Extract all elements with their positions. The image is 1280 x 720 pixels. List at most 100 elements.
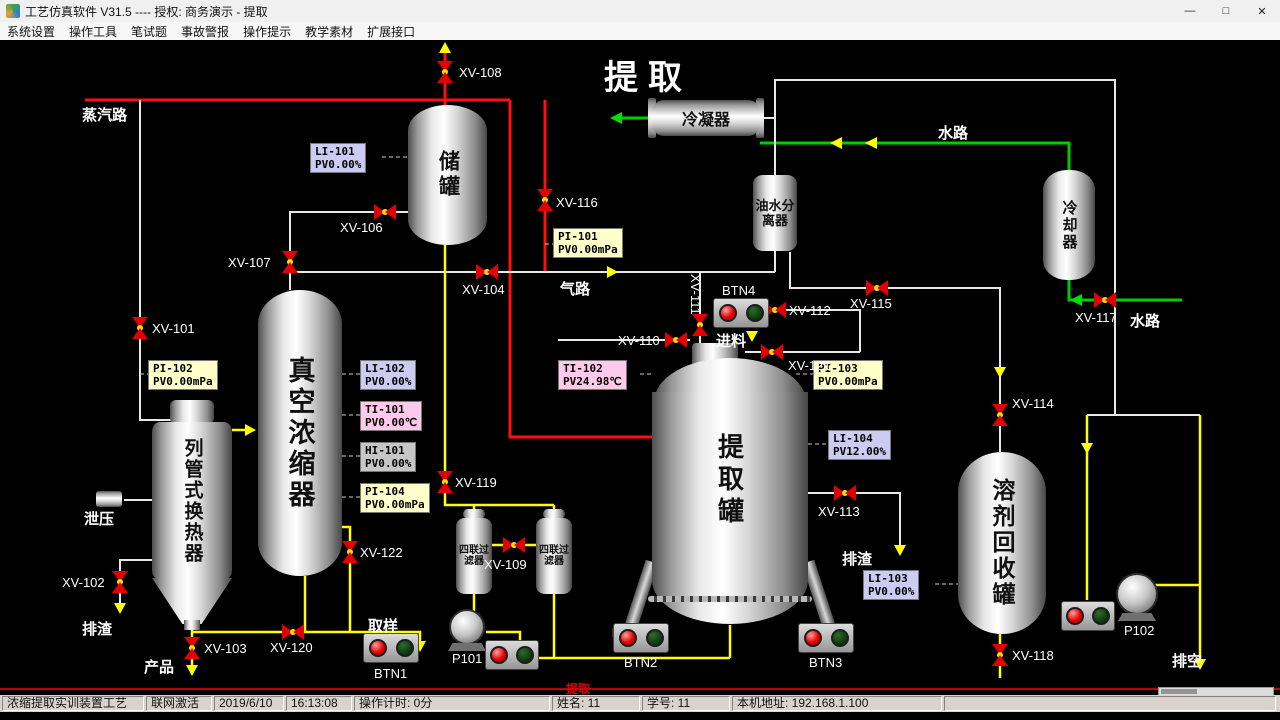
valve-label-XV-116: XV-116 <box>556 195 598 210</box>
menu-system-settings[interactable]: 系统设置 <box>7 24 56 39</box>
green-lamp[interactable] <box>830 629 849 647</box>
button-BTN3-label: BTN3 <box>809 655 843 670</box>
red-lamp[interactable] <box>718 304 737 322</box>
valve-label-XV-115: XV-115 <box>850 296 892 311</box>
red-lamp[interactable] <box>1066 607 1084 625</box>
valve-label-XV-104: XV-104 <box>462 282 505 297</box>
menu-operation-tools[interactable]: 操作工具 <box>69 24 118 39</box>
status-device: 浓缩提取实训装置工艺 <box>2 696 144 711</box>
valve-label-XV-118: XV-118 <box>1012 648 1054 663</box>
filter2-label: 四联过滤器 <box>539 545 569 567</box>
tab-extraction[interactable]: 提取 <box>566 682 591 696</box>
valve-XV-106[interactable] <box>374 201 396 223</box>
valve-label-XV-110: XV-110 <box>618 333 660 348</box>
button-BTN1-label: BTN1 <box>374 666 408 681</box>
status-time: 16:13:08 <box>286 696 352 711</box>
green-lamp[interactable] <box>516 646 534 664</box>
button-P101-lamps[interactable] <box>485 640 539 670</box>
valve-XV-119[interactable] <box>434 471 456 493</box>
green-lamp[interactable] <box>395 639 414 657</box>
status-name: 姓名: 11 <box>552 696 640 711</box>
valve-label-XV-117: XV-117 <box>1075 310 1117 325</box>
red-lamp[interactable] <box>618 629 637 647</box>
menu-operation-hint[interactable]: 操作提示 <box>243 24 292 39</box>
filter1: 四联过滤器 <box>456 518 492 594</box>
menu-bar: 系统设置 操作工具 笔试题 事故警报 操作提示 教学素材 扩展接口 <box>0 22 1280 41</box>
valve-XV-111[interactable] <box>689 314 711 336</box>
valve-XV-101[interactable] <box>129 317 151 339</box>
label-product: 产品 <box>144 659 175 676</box>
label-slag-left: 排渣 <box>82 621 113 638</box>
menu-teaching-material[interactable]: 教学素材 <box>305 24 354 39</box>
menu-extension-api[interactable]: 扩展接口 <box>367 24 416 39</box>
label-pressure-relief: 泄压 <box>84 511 115 528</box>
minimize-button[interactable]: — <box>1184 5 1196 17</box>
valve-XV-109[interactable] <box>503 534 525 556</box>
oil-water-separator-label: 油水分离器 <box>755 198 795 228</box>
pump-P102-label: P102 <box>1124 623 1155 638</box>
red-lamp[interactable] <box>490 646 508 664</box>
close-button[interactable]: ✕ <box>1257 5 1267 18</box>
red-lamp[interactable] <box>368 639 387 657</box>
label-steam-line: 蒸汽路 <box>82 107 128 124</box>
cooler-label: 冷却器 <box>1060 199 1078 251</box>
menu-written-test[interactable]: 笔试题 <box>131 24 168 39</box>
solvent-recovery-tank-label: 溶剂回收罐 <box>989 478 1015 608</box>
filter1-label: 四联过滤器 <box>459 545 489 567</box>
menu-accident-alarm[interactable]: 事故警报 <box>181 24 230 39</box>
maximize-button[interactable]: □ <box>1222 5 1230 17</box>
tube-heat-exchanger: 列管式换热器 <box>152 422 232 580</box>
green-lamp[interactable] <box>645 629 664 647</box>
valve-XV-110[interactable] <box>665 329 687 351</box>
green-lamp[interactable] <box>1092 607 1110 625</box>
storage-tank: 储罐 <box>408 105 487 245</box>
valve-XV-117[interactable] <box>1094 289 1116 311</box>
valve-XV-108[interactable] <box>434 61 456 83</box>
valve-label-XV-106: XV-106 <box>340 220 383 235</box>
pump-P102[interactable] <box>1116 573 1158 615</box>
valve-XV-107[interactable] <box>279 251 301 273</box>
button-BTN4[interactable] <box>713 298 769 328</box>
valve-XV-103[interactable] <box>181 637 203 659</box>
scrollbar-thumb[interactable] <box>1161 689 1197 694</box>
valve-XV-116[interactable] <box>534 189 556 211</box>
filter1-cap <box>463 509 485 519</box>
valve-XV-122[interactable] <box>339 541 361 563</box>
valve-XV-104[interactable] <box>476 261 498 283</box>
extraction-tank-label: 提取罐 <box>714 433 745 529</box>
valve-XV-115[interactable] <box>866 277 888 299</box>
tube-heat-exchanger-label: 列管式换热器 <box>181 438 203 564</box>
valve-XV-114[interactable] <box>989 404 1011 426</box>
button-BTN2[interactable] <box>613 623 669 653</box>
valve-XV-112[interactable] <box>764 299 786 321</box>
pump-P101-base <box>448 643 486 651</box>
solvent-recovery-tank: 溶剂回收罐 <box>958 452 1046 634</box>
button-BTN1[interactable] <box>363 633 419 663</box>
valve-XV-102[interactable] <box>109 571 131 593</box>
label-vent: 排空 <box>1172 653 1203 670</box>
red-lamp[interactable] <box>803 629 822 647</box>
green-lamp[interactable] <box>745 304 764 322</box>
label-water-line-top: 水路 <box>938 125 969 142</box>
app-icon <box>6 4 20 18</box>
valve-XV-120[interactable] <box>282 621 304 643</box>
valve-XV-121[interactable] <box>761 341 783 363</box>
button-P102-lamps[interactable] <box>1061 601 1115 631</box>
extraction-tank: 提取罐 <box>652 392 808 570</box>
valve-XV-113[interactable] <box>834 482 856 504</box>
button-BTN3[interactable] <box>798 623 854 653</box>
window-title: 工艺仿真软件 V31.5 ---- 授权: 商务演示 - 提取 <box>25 4 268 19</box>
valve-XV-118[interactable] <box>989 644 1011 666</box>
pipe-network <box>85 42 1206 678</box>
valve-label-XV-122: XV-122 <box>360 545 403 560</box>
valve-label-XV-119: XV-119 <box>455 475 497 490</box>
cooler: 冷却器 <box>1043 170 1095 280</box>
label-sample: 取样 <box>368 618 399 635</box>
pump-P101[interactable] <box>449 609 485 645</box>
